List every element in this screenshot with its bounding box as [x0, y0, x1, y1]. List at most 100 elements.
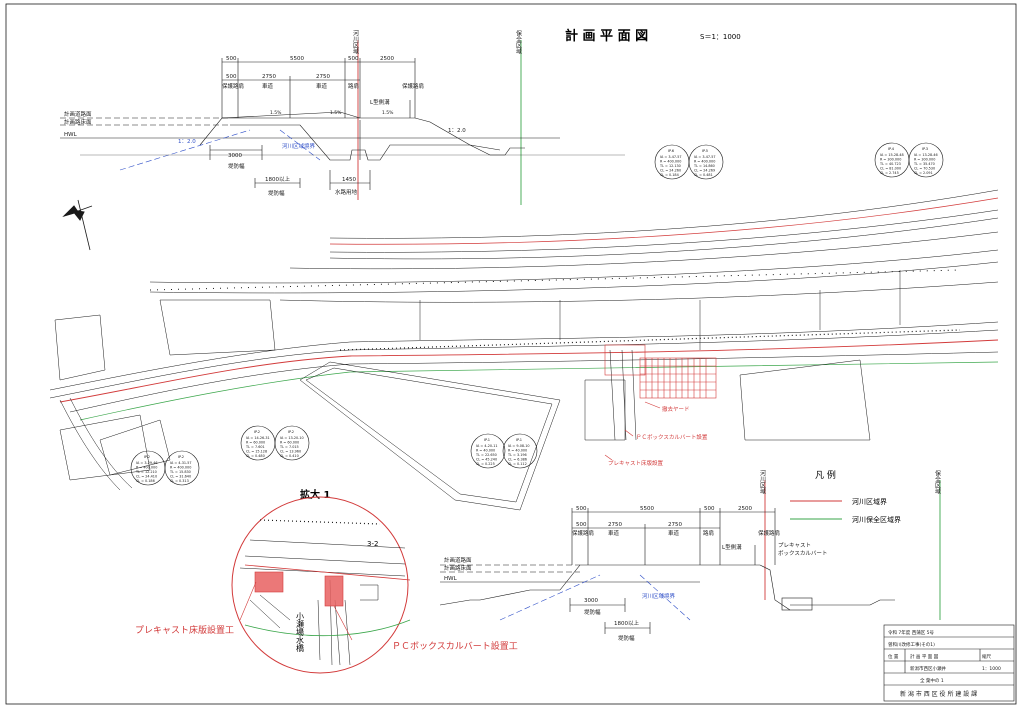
dim-mid-3: 2750 [316, 74, 330, 80]
ip-line: TL = 40.723 [879, 162, 901, 166]
ip-line: CL = 81.000 [880, 167, 901, 171]
dim-bottom-top-2: 5500 [640, 506, 654, 512]
section-bottom [439, 480, 941, 634]
hwl-top: HWL [64, 132, 78, 138]
ip-name: IP.4 [888, 147, 895, 151]
embankment-dim-bottom: 3000 [584, 598, 598, 604]
callout-precast-slab: プレキャスト床版設置 [608, 459, 664, 467]
title-block [883, 624, 1015, 702]
existing-note-top: L型側溝 [370, 98, 390, 106]
grade-3-top: 1.5% [382, 110, 394, 116]
ip-line: IA = 3-47-57 [660, 155, 682, 159]
width-label-bottom: 堤防幅 [618, 634, 635, 642]
ip-line: TL = 7.015 [279, 445, 299, 449]
dim-mid-2: 2750 [262, 74, 276, 80]
ip-line: R = 60.000 [280, 441, 299, 445]
section-top [60, 40, 625, 205]
river-boundary-note-top: 河川区域境界 [282, 142, 316, 150]
channel-dim-top: 1450 [342, 177, 356, 183]
dim-top-1: 500 [226, 56, 237, 62]
ip-line: TL = 12.210 [135, 470, 157, 474]
ip-name: IP.2 [178, 455, 184, 459]
width-dim-top: 1800以上 [265, 175, 290, 183]
ip-line: SL = 0.313 [170, 479, 189, 483]
ip-line: SL = 0.186 [136, 479, 155, 483]
lane-label-5: 保護路肩 [402, 82, 424, 90]
ip-line: TL = 35.470 [913, 162, 935, 166]
ip-name: IP.3 [922, 147, 928, 151]
plan-roadbed-top: 計画路床面 [64, 118, 92, 126]
legend-title: 凡 例 [815, 469, 836, 481]
plan-roadbed-bottom: 計画路床面 [444, 564, 472, 572]
enlarge-view [231, 496, 411, 674]
slope-left-top: 1：2.0 [178, 139, 196, 145]
ip-line: R = 40.000 [476, 449, 495, 453]
title-block-sheet: 全 葉中の 1 [920, 677, 944, 684]
grade-1-top: 1.5% [270, 110, 282, 116]
ip-line: TL = 22.650 [475, 453, 497, 457]
ip-line: TL = 3.196 [507, 453, 527, 457]
title-block-scale-value: 1：1000 [982, 666, 1001, 672]
conservation-label-top: 保全区域 [515, 29, 522, 54]
ip-line: CL = 24.260 [660, 169, 681, 173]
ip-circle [274, 425, 310, 461]
embankment-label-top: 堤防幅 [228, 162, 245, 170]
ip-line: SL = 0.480 [246, 454, 265, 458]
lane-bottom-2: 車道 [608, 529, 620, 537]
ip-line: CL = 24.269 [694, 169, 715, 173]
ip-name: IP.2 [144, 455, 150, 459]
ip-name: IP.2 [254, 430, 260, 434]
ip-name: IP.5 [702, 149, 708, 153]
dim-top-3: 500 [348, 56, 359, 62]
ip-line: SL = 0.225 [476, 462, 495, 466]
callout-box-culvert: ＰＣボックスカルバート設置 [636, 433, 708, 441]
ip-line: IA = 14-26-31 [246, 436, 270, 440]
plan-callouts: 撤去ヤード ＰＣボックスカルバート設置 プレキャスト床版設置 [608, 405, 708, 467]
ip-line: IA = 4-20-11 [476, 444, 498, 448]
channel-label-top: 水路用地 [335, 188, 358, 196]
slope-right-top: 1：2.0 [448, 128, 466, 134]
ip-line: SL = 2.091 [914, 171, 933, 175]
ip-circle [502, 433, 538, 469]
ip-line: R = 60.000 [246, 441, 265, 445]
legend: 凡 例 河川区域界 河川保全区域界 [790, 469, 901, 524]
lane-label-1: 保護路肩 [222, 82, 244, 90]
dim-bottom-mid-1: 500 [576, 522, 587, 528]
legend-label-conservation: 河川保全区域界 [852, 515, 901, 524]
ip-line: R = 400.000 [136, 466, 157, 470]
lane-bottom-3: 車道 [668, 529, 680, 537]
dim-bottom-top-4: 2500 [738, 506, 752, 512]
ip-line: R = 400.000 [660, 160, 681, 164]
enlarge-title: 拡大 1 [300, 488, 330, 501]
ip-line: CL = 15.128 [246, 450, 267, 454]
lane-label-4: 路肩 [348, 82, 359, 90]
embankment-label-bottom: 堤防幅 [584, 608, 601, 616]
conservation-label-bottom: 保全区域 [934, 469, 941, 494]
dim-bottom-mid-2: 2750 [608, 522, 622, 528]
note-curb-bottom: ボックスカルバート [778, 549, 827, 557]
ip-line: R = 400.000 [170, 466, 191, 470]
lane-bottom-5: 保護路肩 [758, 529, 780, 537]
ip-name: IP.1 [484, 438, 490, 442]
note-existing-bottom: L型側溝 [722, 543, 742, 551]
ip-name: IP.1 [516, 438, 522, 442]
ip-line: CL = 24.410 [136, 475, 157, 479]
ip-line: TL = 7.601 [245, 445, 265, 449]
work-zone-hatch [604, 344, 717, 461]
ip-line: SL = 0.112 [508, 462, 527, 466]
dim-mid-1: 500 [226, 74, 237, 80]
ip-line: IA = 3-29-46 [136, 461, 158, 465]
lane-label-3: 車道 [316, 82, 328, 90]
title-block-office: 新 潟 市 西 区 役 所 建 設 課 [900, 690, 977, 698]
dim-top-4: 2500 [380, 56, 394, 62]
page-title: 計 画 平 面 図 [565, 28, 648, 44]
ip-line: SL = 2.745 [880, 171, 899, 175]
callout-demolition: 撤去ヤード [662, 405, 690, 413]
ip-line: CL = 6.386 [508, 458, 527, 462]
plan-road-surface-top: 計画道路面 [64, 110, 92, 118]
title-block-row4-right: 新潟市西区小瀬井 [910, 665, 946, 672]
ip-line: SL = 0.410 [280, 454, 299, 458]
ip-line: CL = 70.530 [914, 167, 935, 171]
enlarge-bridge-name: 小瀬場水橋 [296, 612, 305, 653]
